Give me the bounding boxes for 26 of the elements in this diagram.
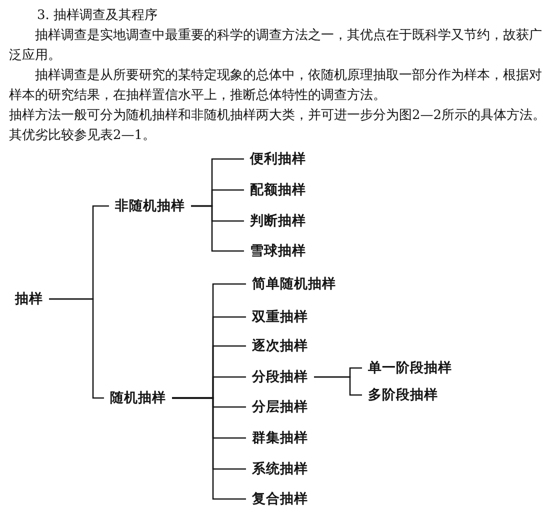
- category-label: 双重抽样: [246, 308, 314, 326]
- category-label: 多阶段抽样: [362, 386, 444, 404]
- category-label: 简单随机抽样: [246, 275, 342, 293]
- connector-line: [191, 205, 244, 252]
- connector-line: [172, 397, 246, 500]
- category-label: 便利抽样: [244, 150, 312, 168]
- category-label: 分层抽样: [246, 398, 314, 416]
- category-label: 雪球抽样: [244, 242, 312, 260]
- category-label: 配额抽样: [244, 181, 312, 199]
- category-label: 群集抽样: [246, 429, 314, 447]
- body-paragraph: 抽样方法一般可分为随机抽样和非随机抽样两大类，并可进一步分为图2—2所示的具体方法。: [9, 107, 546, 125]
- body-paragraph: 其优劣比较参见表2—1。: [9, 127, 156, 145]
- body-paragraph: 抽样调查是从所要研究的某特定现象的总体中，依随机原理抽取一部分作为样本，根据对样本的研究结果，在抽样置信水平上，推断总体特性的调查方法。: [9, 67, 543, 105]
- body-paragraph: 抽样调查是实地调查中最重要的科学的调查方法之一，其优点在于既科学又节约，故获广泛应用。: [9, 27, 543, 65]
- category-label: 抽样: [9, 290, 49, 308]
- category-label: 逐次抽样: [246, 337, 314, 355]
- connector-line: [314, 376, 362, 396]
- category-label: 系统抽样: [246, 460, 314, 478]
- section-heading: 3. 抽样调查及其程序: [37, 7, 158, 25]
- category-label: 复合抽样: [246, 490, 314, 508]
- category-label: 单一阶段抽样: [362, 359, 458, 377]
- category-label: 判断抽样: [244, 212, 312, 230]
- connector-line: [49, 298, 104, 399]
- category-label: 随机抽样: [104, 389, 172, 407]
- category-label: 分段抽样: [246, 368, 314, 386]
- category-label: 非随机抽样: [109, 197, 191, 215]
